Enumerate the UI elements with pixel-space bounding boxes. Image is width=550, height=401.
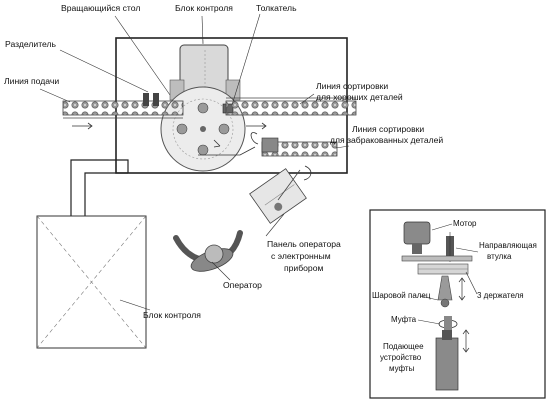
label-separator: Разделитель: [5, 39, 57, 49]
inset-label-motor: Мотор: [453, 219, 477, 228]
separator: [143, 93, 159, 106]
inset-label-feeder-1: Подающее: [383, 342, 424, 351]
label-good-sort-line-1: Линия сортировки: [316, 81, 388, 91]
reject-sort-conveyor: [198, 132, 338, 157]
label-feed-line: Линия подачи: [4, 76, 59, 86]
inset-label-ball-finger: Шаровой палец: [372, 291, 431, 300]
label-operator: Оператор: [223, 280, 262, 290]
label-rotating-table: Вращающийся стол: [61, 3, 140, 13]
label-reject-sort-line-2: для забракованных деталей: [330, 135, 443, 145]
label-reject-sort-line-1: Линия сортировки: [352, 124, 424, 134]
label-control-unit-bottom: Блок контроля: [143, 310, 201, 320]
label-operator-panel-1: Панель оператора: [267, 239, 341, 249]
inset-label-coupling: Муфта: [391, 315, 417, 324]
good-sort-conveyor: [225, 97, 357, 130]
inset-label-feeder-2: устройство: [380, 353, 422, 362]
operator-figure: [173, 230, 243, 272]
inset-label-feeder-3: муфты: [389, 364, 415, 373]
motor: [403, 221, 431, 245]
coupling-feeder: [435, 337, 459, 391]
leader-lines: [39, 13, 350, 311]
label-pusher: Толкатель: [256, 3, 297, 13]
label-operator-panel-3: прибором: [284, 263, 323, 273]
operator-panel: [249, 168, 307, 224]
inset-label-guide-bushing-2: втулка: [487, 252, 512, 261]
inset-label-holders: 3 держателя: [477, 291, 524, 300]
cable-duct: [70, 159, 129, 216]
label-good-sort-line-2: для хороших деталей: [316, 92, 403, 102]
control-unit-bottom: [36, 215, 147, 349]
label-operator-panel-2: с электронным: [271, 251, 331, 261]
rotating-table: [160, 86, 246, 172]
label-control-unit-top: Блок контроля: [175, 3, 233, 13]
detail-inset: Мотор Направляющая втулка Шаровой палец …: [369, 209, 546, 399]
inset-label-guide-bushing-1: Направляющая: [479, 241, 537, 250]
